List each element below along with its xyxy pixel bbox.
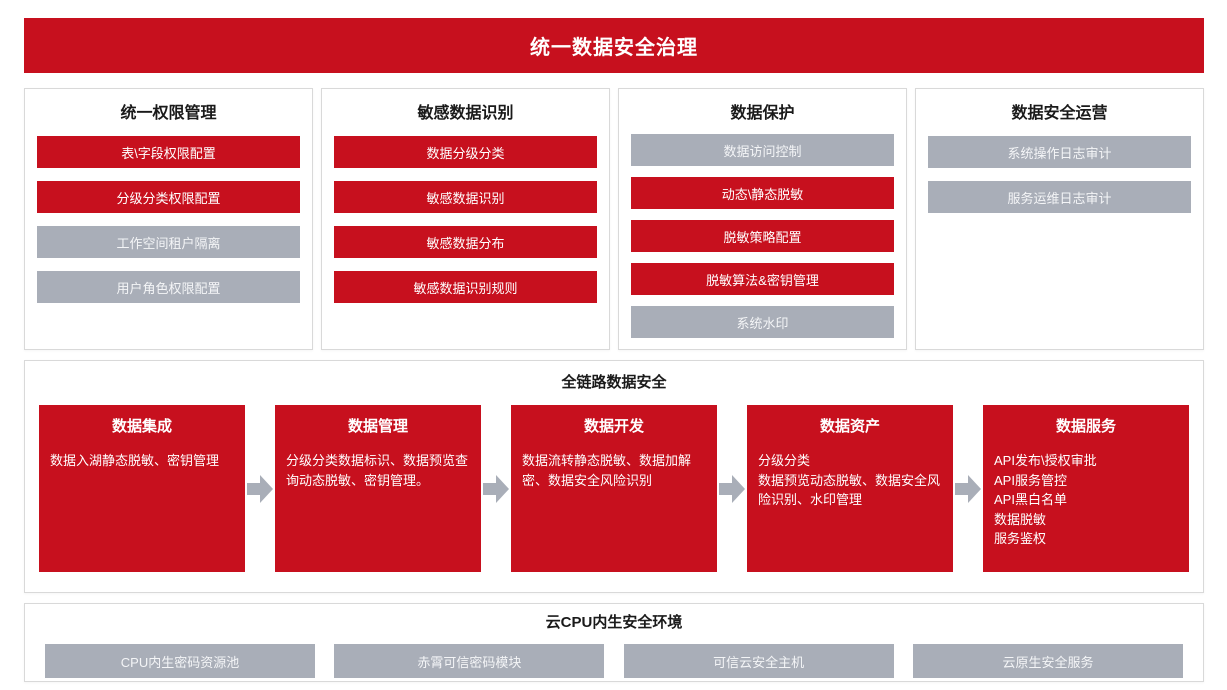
- pipeline-title: 全链路数据安全: [561, 374, 667, 391]
- pipeline-section: 全链路数据安全 数据集成 数据入湖静态脱敏、密钥管理 数据管理 分级分类数据标识…: [24, 360, 1204, 593]
- column-permission-management: 统一权限管理 表\字段权限配置 分级分类权限配置 工作空间租户隔离 用户角色权限…: [24, 88, 313, 350]
- pipeline-stages: 数据集成 数据入湖静态脱敏、密钥管理 数据管理 分级分类数据标识、数据预览查询动…: [39, 405, 1189, 572]
- stage-data-integration: 数据集成 数据入湖静态脱敏、密钥管理: [39, 405, 245, 572]
- column-header: 数据保护: [730, 105, 795, 122]
- stage-title: 数据资产: [819, 418, 880, 435]
- module-box: 脱敏算法&密钥管理: [631, 263, 894, 295]
- module-box: 脱敏策略配置: [631, 220, 894, 252]
- column-data-protection: 数据保护 数据访问控制 动态\静态脱敏 脱敏策略配置 脱敏算法&密钥管理 系统水…: [618, 88, 907, 350]
- capability-columns: 统一权限管理 表\字段权限配置 分级分类权限配置 工作空间租户隔离 用户角色权限…: [24, 88, 1204, 350]
- foundation-title: 云CPU内生安全环境: [545, 614, 683, 631]
- module-box: 敏感数据识别: [334, 181, 597, 213]
- arrow-right-icon: [483, 474, 509, 504]
- stage-data-development: 数据开发 数据流转静态脱敏、数据加解密、数据安全风险识别: [511, 405, 717, 572]
- stage-data-management: 数据管理 分级分类数据标识、数据预览查询动态脱敏、密钥管理。: [275, 405, 481, 572]
- module-box: 敏感数据识别规则: [334, 271, 597, 303]
- module-box: 工作空间租户隔离: [37, 226, 300, 258]
- banner-title: 统一数据安全治理: [24, 18, 1204, 73]
- module-box: 动态\静态脱敏: [631, 177, 894, 209]
- foundation-box: 云原生安全服务: [912, 644, 1183, 678]
- stage-body: API发布\授权审批 API服务管控 API黑白名单 数据脱敏 服务鉴权: [994, 453, 1097, 546]
- stage-body: 分级分类 数据预览动态脱敏、数据安全风险识别、水印管理: [758, 453, 941, 507]
- module-box: 服务运维日志审计: [928, 181, 1191, 213]
- foundation-box: CPU内生密码资源池: [45, 644, 315, 678]
- foundation-box: 可信云安全主机: [623, 644, 894, 678]
- module-box: 表\字段权限配置: [37, 136, 300, 168]
- arrow-right-icon: [247, 474, 273, 504]
- column-header: 数据安全运营: [1011, 105, 1108, 122]
- stage-title: 数据集成: [111, 418, 172, 435]
- column-header: 敏感数据识别: [417, 105, 514, 122]
- column-sensitive-data-identification: 敏感数据识别 数据分级分类 敏感数据识别 敏感数据分布 敏感数据识别规则: [321, 88, 610, 350]
- stage-body: 数据入湖静态脱敏、密钥管理: [50, 453, 220, 468]
- module-box: 系统水印: [631, 306, 894, 338]
- module-box: 分级分类权限配置: [37, 181, 300, 213]
- arrow-right-icon: [955, 474, 981, 504]
- foundation-row: CPU内生密码资源池 赤霄可信密码模块 可信云安全主机 云原生安全服务: [45, 644, 1183, 678]
- module-box: 敏感数据分布: [334, 226, 597, 258]
- stage-title: 数据服务: [1055, 418, 1116, 435]
- foundation-box: 赤霄可信密码模块: [334, 644, 605, 678]
- module-box: 数据访问控制: [631, 134, 894, 166]
- column-header: 统一权限管理: [120, 105, 217, 122]
- module-box: 数据分级分类: [334, 136, 597, 168]
- arrow-right-icon: [719, 474, 745, 504]
- column-security-operations: 数据安全运营 系统操作日志审计 服务运维日志审计: [915, 88, 1204, 350]
- stage-body: 分级分类数据标识、数据预览查询动态脱敏、密钥管理。: [286, 453, 469, 488]
- stage-title: 数据开发: [583, 418, 644, 435]
- stage-data-services: 数据服务 API发布\授权审批 API服务管控 API黑白名单 数据脱敏 服务鉴…: [983, 405, 1189, 572]
- module-box: 用户角色权限配置: [37, 271, 300, 303]
- module-box: 系统操作日志审计: [928, 136, 1191, 168]
- stage-body: 数据流转静态脱敏、数据加解密、数据安全风险识别: [522, 453, 692, 488]
- foundation-section: 云CPU内生安全环境 CPU内生密码资源池 赤霄可信密码模块 可信云安全主机 云…: [24, 603, 1204, 682]
- stage-title: 数据管理: [347, 418, 408, 435]
- stage-data-assets: 数据资产 分级分类 数据预览动态脱敏、数据安全风险识别、水印管理: [747, 405, 953, 572]
